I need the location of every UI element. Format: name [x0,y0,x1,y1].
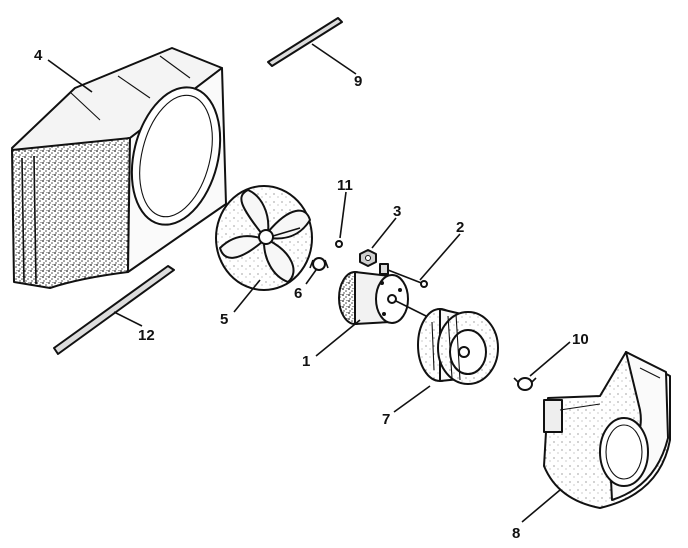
part-fan-blade [215,185,313,291]
callout-6: 6 [294,285,302,302]
part-blower-housing [543,351,671,509]
part-nut [359,249,377,267]
part-bolt [379,263,428,288]
part-blower-wheel [417,308,499,385]
callout-10: 10 [572,331,589,348]
callout-11: 11 [337,177,353,194]
part-rod-bottom [53,265,175,355]
callout-1: 1 [302,353,310,370]
callout-2: 2 [456,219,464,236]
part-housing [11,47,227,289]
part-clamp [513,377,537,391]
callout-4: 4 [34,47,43,64]
housing-opening [130,86,222,226]
part-screw-small [335,240,343,248]
callout-7: 7 [382,411,390,428]
callout-8: 8 [512,525,520,542]
part-motor [338,271,431,325]
part-clip [309,257,329,271]
callout-9: 9 [354,73,362,90]
part-rod-top [267,17,343,67]
callout-12: 12 [138,327,155,344]
callout-3: 3 [393,203,401,220]
callout-labels: 4 9 2 3 11 6 5 1 7 10 8 12 [34,47,589,542]
leader-lines [47,43,571,523]
callout-5: 5 [220,311,228,328]
